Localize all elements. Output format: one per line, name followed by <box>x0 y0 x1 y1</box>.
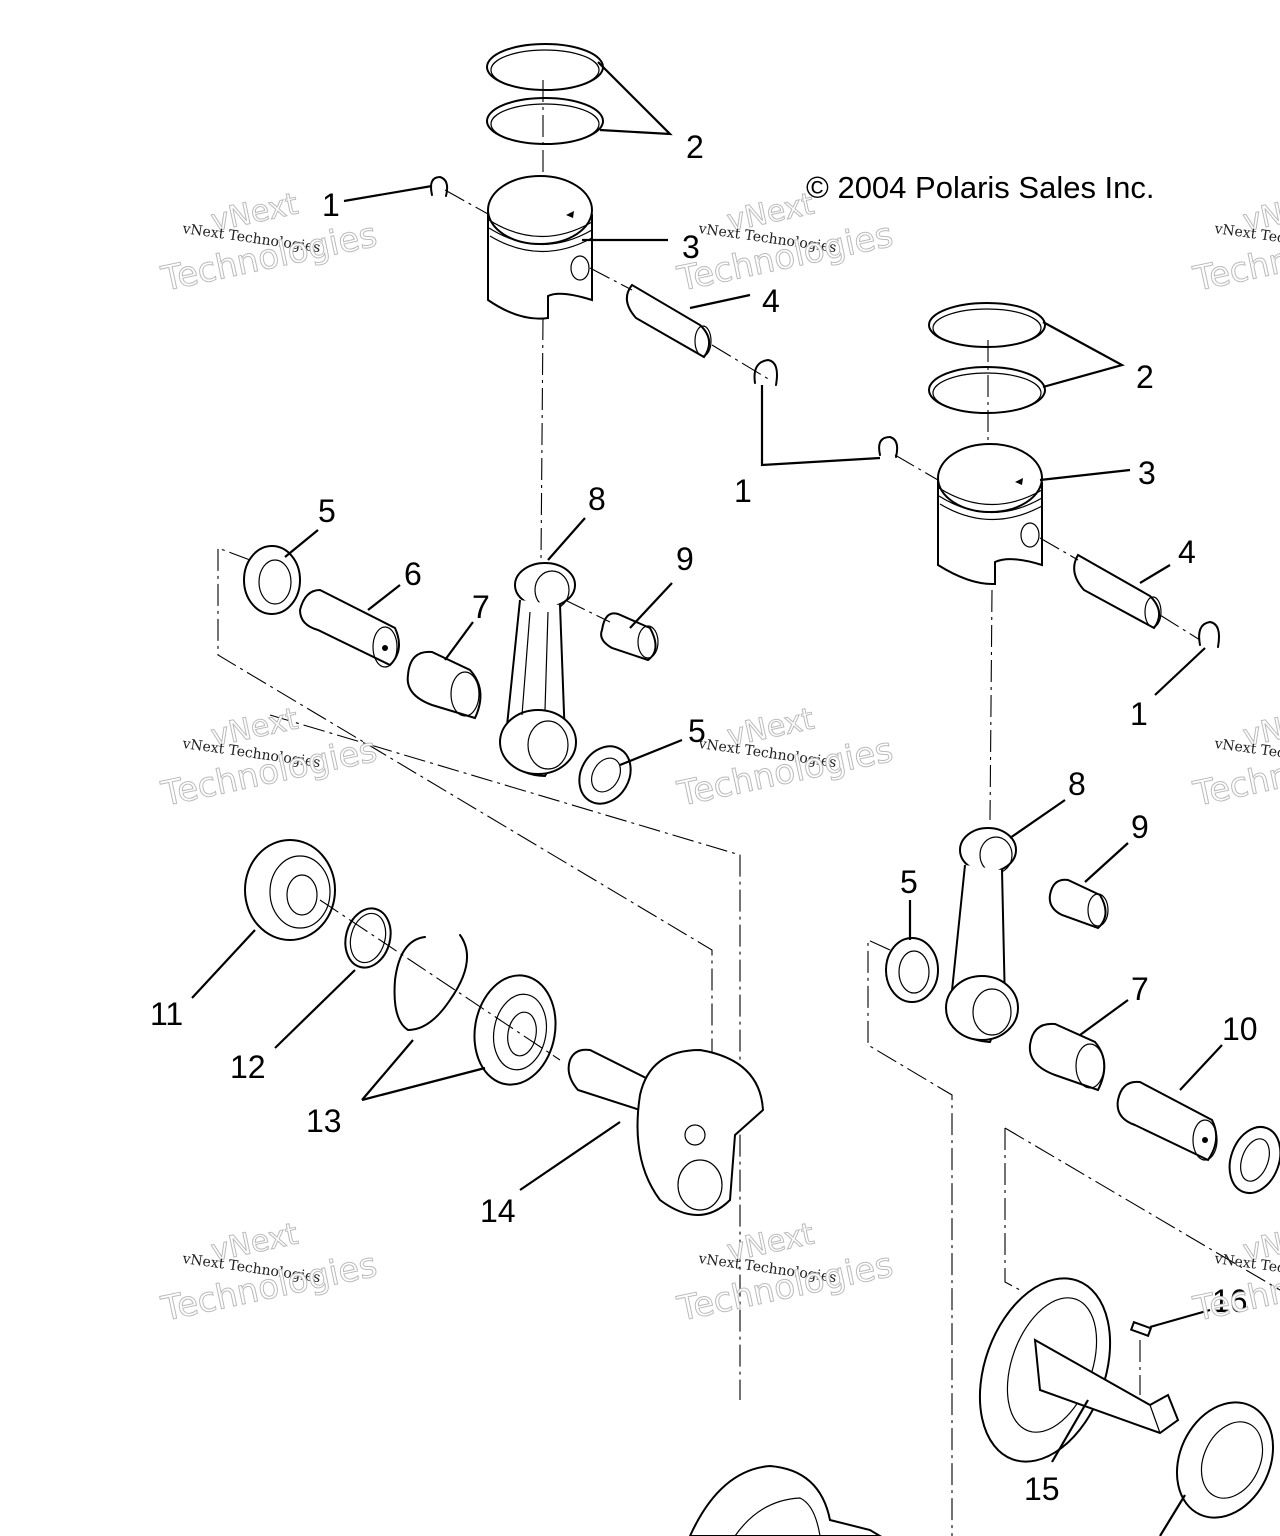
piston-right[interactable] <box>937 443 1043 586</box>
ball-bearing-11[interactable] <box>244 839 336 941</box>
callout-10[interactable]: 10 <box>1222 1011 1258 1047</box>
callout-7[interactable]: 7 <box>1131 971 1149 1007</box>
callout-8[interactable]: 8 <box>1068 766 1086 802</box>
callout-1[interactable]: 1 <box>734 473 752 509</box>
callout-4[interactable]: 4 <box>1178 534 1196 570</box>
thrust-washer-left-2[interactable] <box>569 737 641 813</box>
callout-14[interactable]: 14 <box>480 1193 516 1229</box>
callout-2[interactable]: 2 <box>686 129 704 165</box>
crankshaft-half-bottom[interactable] <box>688 1464 882 1536</box>
callout-9[interactable]: 9 <box>676 541 694 577</box>
callout-6[interactable]: 6 <box>404 556 422 592</box>
crank-pin-right[interactable] <box>1116 1080 1218 1162</box>
thrust-washer-left-1[interactable] <box>243 545 301 615</box>
callout-3[interactable]: 3 <box>682 229 700 265</box>
circlip-left-2[interactable] <box>753 359 778 386</box>
thrust-washer-right-1[interactable] <box>885 937 939 1003</box>
callout-2[interactable]: 2 <box>1136 359 1154 395</box>
piston-rings-left[interactable] <box>486 43 604 145</box>
ball-bearing-13[interactable] <box>466 969 564 1091</box>
callout-4[interactable]: 4 <box>762 283 780 319</box>
callout-7[interactable]: 7 <box>472 589 490 625</box>
ball-bearing-right[interactable] <box>1159 1387 1280 1534</box>
callout-13[interactable]: 13 <box>306 1103 342 1139</box>
crank-pin-left[interactable] <box>298 588 400 668</box>
piston-pin-right[interactable] <box>1073 553 1162 630</box>
callout-11[interactable]: 11 <box>150 996 183 1032</box>
copyright-notice: © 2004 Polaris Sales Inc. <box>806 170 1155 205</box>
crankshaft-half-14[interactable] <box>567 1048 765 1216</box>
callout-16[interactable]: 16 <box>1212 1283 1248 1319</box>
callout-1[interactable]: 1 <box>322 187 340 223</box>
circlip-right-1[interactable] <box>878 436 899 458</box>
woodruff-key-16[interactable] <box>1129 1320 1153 1338</box>
circlip-right-2[interactable] <box>1198 621 1220 648</box>
callout-8[interactable]: 8 <box>588 481 606 517</box>
circlip-left-1[interactable] <box>430 176 449 197</box>
piston-pin-left[interactable] <box>625 283 712 359</box>
callout-1[interactable]: 1 <box>1130 696 1148 732</box>
thrust-washer-right-2[interactable] <box>1221 1120 1280 1200</box>
piston-rings-right[interactable] <box>928 302 1046 414</box>
callout-5[interactable]: 5 <box>318 493 336 529</box>
small-end-bearing-right[interactable] <box>1048 878 1109 930</box>
callout-12[interactable]: 12 <box>230 1049 266 1085</box>
connecting-rod-left[interactable] <box>499 562 577 778</box>
connecting-rod-right[interactable] <box>945 827 1019 1044</box>
big-end-bearing-right[interactable] <box>1028 1022 1106 1092</box>
piston-left[interactable] <box>487 175 593 320</box>
callout-9[interactable]: 9 <box>1131 809 1149 845</box>
callout-5[interactable]: 5 <box>688 713 706 749</box>
shim-ring-12[interactable] <box>339 903 397 972</box>
crankshaft-half-15[interactable] <box>956 1260 1180 1480</box>
callout-3[interactable]: 3 <box>1138 455 1156 491</box>
small-end-bearing-left[interactable] <box>600 612 659 662</box>
callout-15[interactable]: 15 <box>1024 1471 1060 1507</box>
big-end-bearing-left[interactable] <box>406 650 482 720</box>
callout-5[interactable]: 5 <box>900 864 918 900</box>
retaining-ring-13[interactable] <box>393 934 468 1031</box>
